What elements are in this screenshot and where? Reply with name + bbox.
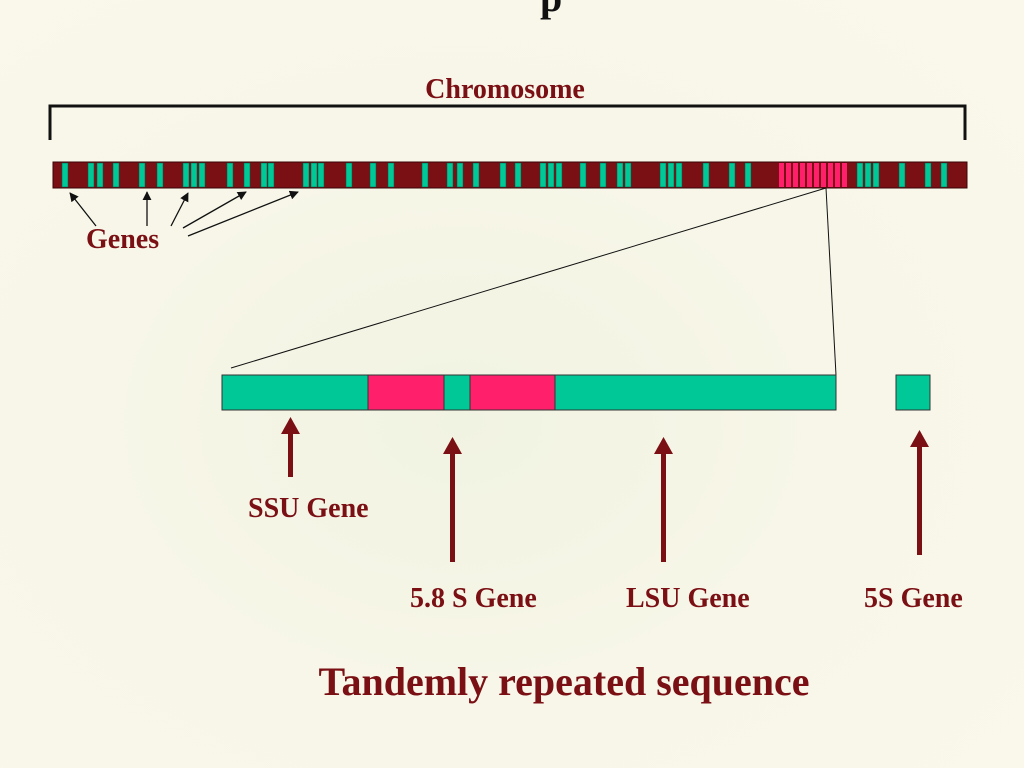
rdna-band [842, 163, 847, 187]
gene-band [864, 162, 872, 188]
gene-band [369, 162, 377, 188]
ssu-arrow [281, 417, 300, 477]
gene-band [898, 162, 906, 188]
gene-band [226, 162, 234, 188]
gene-band [659, 162, 667, 188]
gene-band [112, 162, 120, 188]
s5-gene-label: 5S Gene [864, 583, 963, 614]
gene-band [387, 162, 395, 188]
gene-band [61, 162, 69, 188]
gene-band [96, 162, 104, 188]
gene-band [599, 162, 607, 188]
gene-pointer-arrow [170, 192, 189, 227]
rdna-band [814, 163, 819, 187]
rdna-band [779, 163, 784, 187]
lsu-segment [554, 374, 837, 411]
s58-arrow [443, 437, 462, 562]
gene-band [514, 162, 522, 188]
gene-band [499, 162, 507, 188]
chromosome-label: Chromosome [425, 74, 585, 105]
rdna-band [800, 163, 805, 187]
gene-band [579, 162, 587, 188]
slide-caption: Tandemly repeated sequence [318, 659, 810, 704]
repeat-unit [221, 374, 931, 411]
slide-title-fragment: p [540, 0, 562, 18]
gene-band [728, 162, 736, 188]
gene-pointer-arrow [182, 191, 247, 229]
gene-band [472, 162, 480, 188]
gene-band [345, 162, 353, 188]
gene-band [675, 162, 683, 188]
chromosome-bracket [48, 104, 967, 140]
s58-segment [443, 374, 471, 411]
ssu-gene-label: SSU Gene [248, 493, 369, 524]
gene-band [940, 162, 948, 188]
gene-band [267, 162, 275, 188]
gene-band [924, 162, 932, 188]
gene-band [446, 162, 454, 188]
gene-band [547, 162, 555, 188]
gene-bands [61, 162, 948, 188]
gene-band [456, 162, 464, 188]
gene-arrows [281, 417, 929, 562]
zoom-line-left [230, 187, 827, 369]
gene-band [182, 162, 190, 188]
gene-band [872, 162, 880, 188]
gene-band [87, 162, 95, 188]
gene-band [856, 162, 864, 188]
rdna-band [821, 163, 826, 187]
rdna-band [786, 163, 791, 187]
gene-band [138, 162, 146, 188]
rdna-band [807, 163, 812, 187]
gene-band [616, 162, 624, 188]
s5-segment [895, 374, 931, 411]
gene-pointer-arrow [187, 190, 299, 237]
gene-band [317, 162, 325, 188]
gene-band [310, 162, 318, 188]
gene-band [302, 162, 310, 188]
rdna-repeat-bands [779, 163, 847, 187]
gene-band [198, 162, 206, 188]
gene-band [744, 162, 752, 188]
lsu-gene-label: LSU Gene [626, 583, 750, 614]
rdna-band [793, 163, 798, 187]
s58-gene-label: 5.8 S Gene [410, 583, 537, 614]
gene-band [702, 162, 710, 188]
lsu-arrow [654, 437, 673, 562]
rdna-band [835, 163, 840, 187]
ssu-segment [221, 374, 369, 411]
gene-band [156, 162, 164, 188]
gene-pointer-arrow [69, 192, 97, 227]
its2-spacer [469, 374, 556, 411]
gene-band [190, 162, 198, 188]
its1-spacer [367, 374, 445, 411]
genes-label: Genes [86, 224, 160, 255]
gene-band [243, 162, 251, 188]
gene-pointer-arrows [69, 190, 299, 237]
gene-band [667, 162, 675, 188]
zoom-line-right [825, 187, 837, 376]
s5-arrow [910, 430, 929, 555]
gene-band [624, 162, 632, 188]
gene-band [539, 162, 547, 188]
rdna-band [828, 163, 833, 187]
gene-band [421, 162, 429, 188]
gene-band [260, 162, 268, 188]
gene-band [555, 162, 563, 188]
